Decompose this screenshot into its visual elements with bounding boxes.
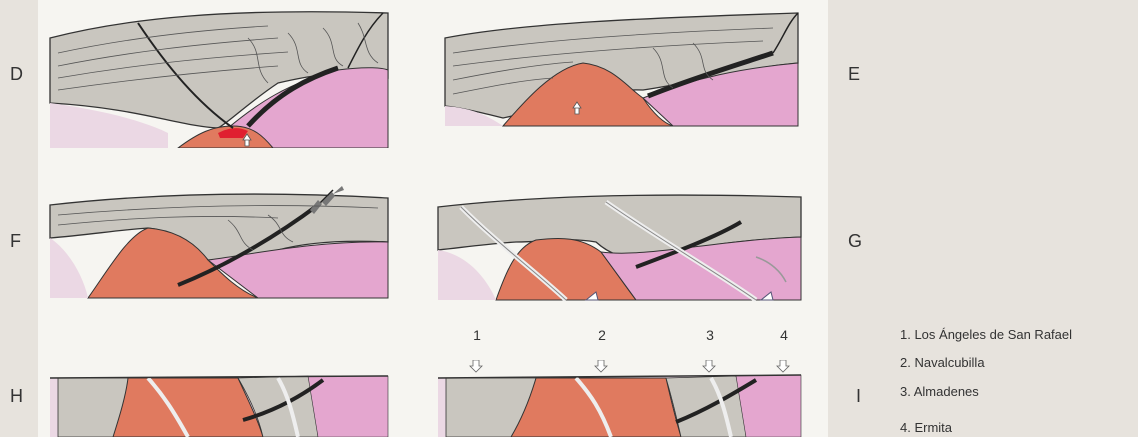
cross-section-i (436, 360, 806, 437)
cross-section-e (443, 8, 803, 143)
panel-letter-f: F (10, 231, 21, 252)
legend-item-4: 4. Ermita (900, 420, 952, 435)
panel-letter-d: D (10, 64, 23, 85)
locality-marker-2: 2 (592, 327, 612, 343)
legend-item-2: 2. Navalcubilla (900, 355, 985, 370)
cross-section-h (48, 360, 393, 437)
locality-marker-1: 1 (467, 327, 487, 343)
cross-section-f (48, 180, 393, 305)
panel-letter-g: G (848, 231, 862, 252)
panel-letter-h: H (10, 386, 23, 407)
legend-item-1: 1. Los Ángeles de San Rafael (900, 327, 1072, 342)
legend-item-3: 3. Almadenes (900, 384, 979, 399)
locality-marker-4: 4 (774, 327, 794, 343)
locality-marker-3: 3 (700, 327, 720, 343)
cross-section-g (436, 182, 806, 307)
panel-letter-i: I (856, 386, 861, 407)
panel-letter-e: E (848, 64, 860, 85)
cross-section-d (48, 8, 393, 148)
